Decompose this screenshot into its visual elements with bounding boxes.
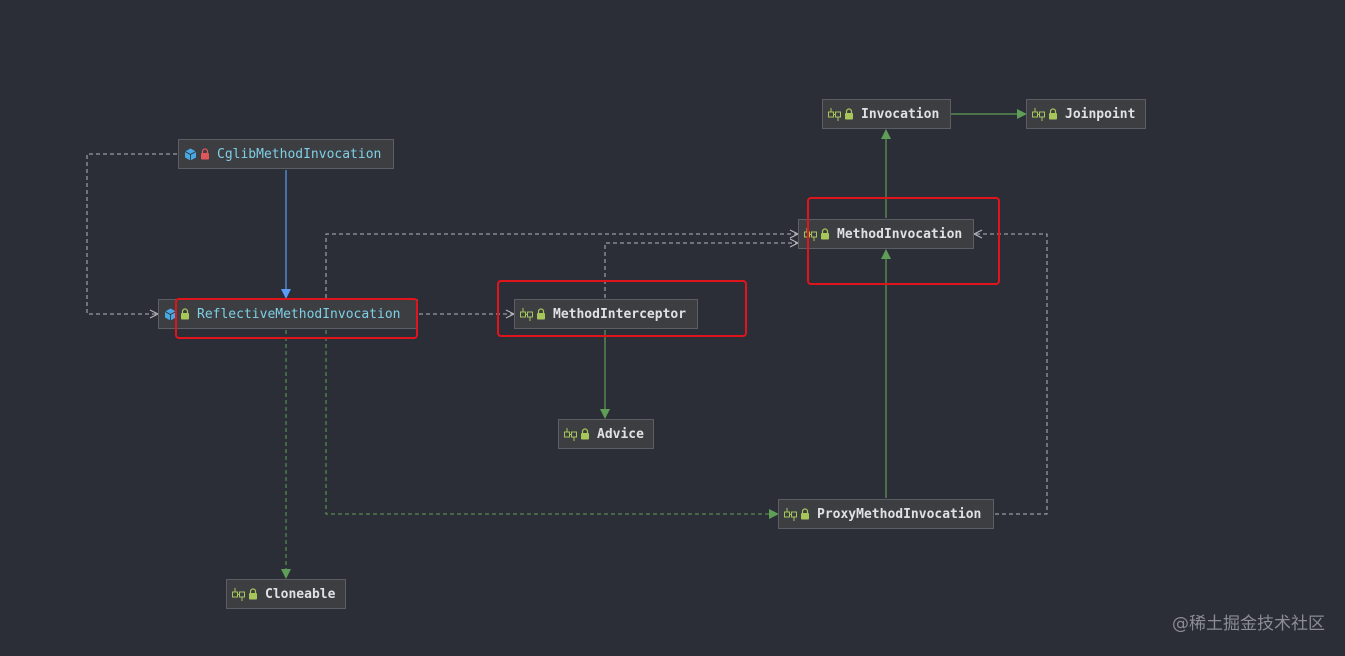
- lock-icon: [581, 428, 589, 440]
- node-label: Advice: [597, 426, 644, 442]
- node-proxy-method-invocation[interactable]: ProxyMethodInvocation: [778, 499, 994, 529]
- class-icon: [164, 308, 177, 320]
- node-label: CglibMethodInvocation: [217, 146, 382, 162]
- watermark: @稀土掘金技术社区: [1172, 614, 1325, 634]
- lock-icon: [537, 308, 545, 320]
- lock-icon: [821, 228, 829, 240]
- node-advice[interactable]: Advice: [558, 419, 654, 449]
- class-icon: [184, 148, 197, 160]
- interface-icon: [564, 427, 577, 441]
- interface-icon: [520, 307, 533, 321]
- edge-proxy-methodinvocation-dependency: [974, 234, 1048, 515]
- lock-icon: [845, 108, 853, 120]
- edge-cglib-reflective-dependency: [86, 153, 177, 314]
- node-joinpoint[interactable]: Joinpoint: [1026, 99, 1146, 129]
- node-label: Joinpoint: [1065, 106, 1136, 122]
- node-cglib-method-invocation[interactable]: CglibMethodInvocation: [178, 139, 394, 169]
- lock-icon: [1049, 108, 1057, 120]
- interface-icon: [1032, 107, 1045, 121]
- node-label: MethodInterceptor: [553, 306, 687, 322]
- interface-icon: [232, 587, 245, 601]
- interface-icon: [804, 227, 817, 241]
- node-cloneable[interactable]: Cloneable: [226, 579, 346, 609]
- node-label: ProxyMethodInvocation: [817, 506, 982, 522]
- edge-interceptor-methodinvocation: [604, 243, 798, 298]
- lock-icon: [801, 508, 809, 520]
- edge-reflective-methodinvocation: [325, 234, 798, 298]
- node-label: MethodInvocation: [837, 226, 963, 242]
- node-method-invocation[interactable]: MethodInvocation: [798, 219, 974, 249]
- node-label: Invocation: [861, 106, 940, 122]
- node-invocation[interactable]: Invocation: [822, 99, 951, 129]
- edge-reflective-proxy: [325, 330, 779, 519]
- lock-icon: [249, 588, 257, 600]
- node-reflective-method-invocation[interactable]: ReflectiveMethodInvocation: [158, 299, 418, 329]
- node-method-interceptor[interactable]: MethodInterceptor: [514, 299, 698, 329]
- node-label: Cloneable: [265, 586, 336, 602]
- lock-icon: [181, 308, 189, 320]
- interface-icon: [784, 507, 797, 521]
- interface-icon: [828, 107, 841, 121]
- node-label: ReflectiveMethodInvocation: [197, 306, 401, 322]
- lock-icon: [201, 148, 209, 160]
